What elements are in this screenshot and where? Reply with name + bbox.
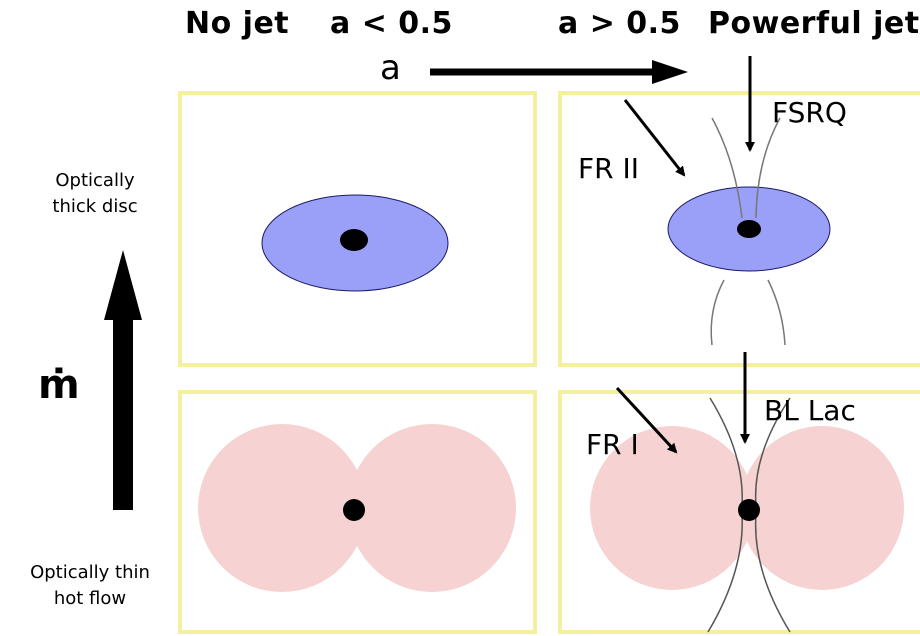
spin-arrow	[430, 60, 688, 84]
label-fsrq: FSRQ	[772, 96, 847, 129]
hot-flow-right-lobe-br	[740, 426, 904, 590]
fr2-arrow	[623, 99, 686, 177]
black-hole-bottom-right	[738, 499, 760, 521]
hot-flow-left-lobe-bl	[198, 424, 366, 592]
black-hole-top-right	[737, 220, 761, 238]
header-no-jet: No jet	[185, 6, 290, 41]
header-spin-high: a > 0.5	[558, 6, 681, 41]
side-label-thick-line2: thick disc	[52, 196, 138, 217]
accretion-arrow	[104, 250, 142, 510]
hot-flow-left-lobe-br	[590, 426, 754, 590]
side-label-thick-disc: Optically thick disc	[30, 168, 160, 220]
fr1-arrow	[615, 386, 678, 454]
side-label-hot-flow: Optically thin hot flow	[8, 560, 172, 612]
spin-axis-label: a	[380, 48, 401, 88]
side-label-thick-line1: Optically	[55, 170, 135, 191]
accretion-axis-label: ṁ	[38, 362, 80, 408]
side-label-hot-line2: hot flow	[53, 588, 127, 609]
black-hole-bottom-left	[343, 499, 365, 521]
label-fr1: FR I	[586, 428, 639, 461]
header-spin-low: a < 0.5	[330, 6, 453, 41]
label-fr2: FR II	[578, 152, 639, 185]
black-hole-top-left	[340, 229, 368, 251]
header-powerful-jet: Powerful jet	[708, 6, 920, 41]
side-label-hot-line1: Optically thin	[30, 562, 150, 583]
label-bl-lac: BL Lac	[764, 394, 856, 427]
jet-top-right	[710, 117, 786, 346]
jet-bottom-right	[707, 397, 791, 633]
hot-flow-right-lobe-bl	[348, 424, 516, 592]
